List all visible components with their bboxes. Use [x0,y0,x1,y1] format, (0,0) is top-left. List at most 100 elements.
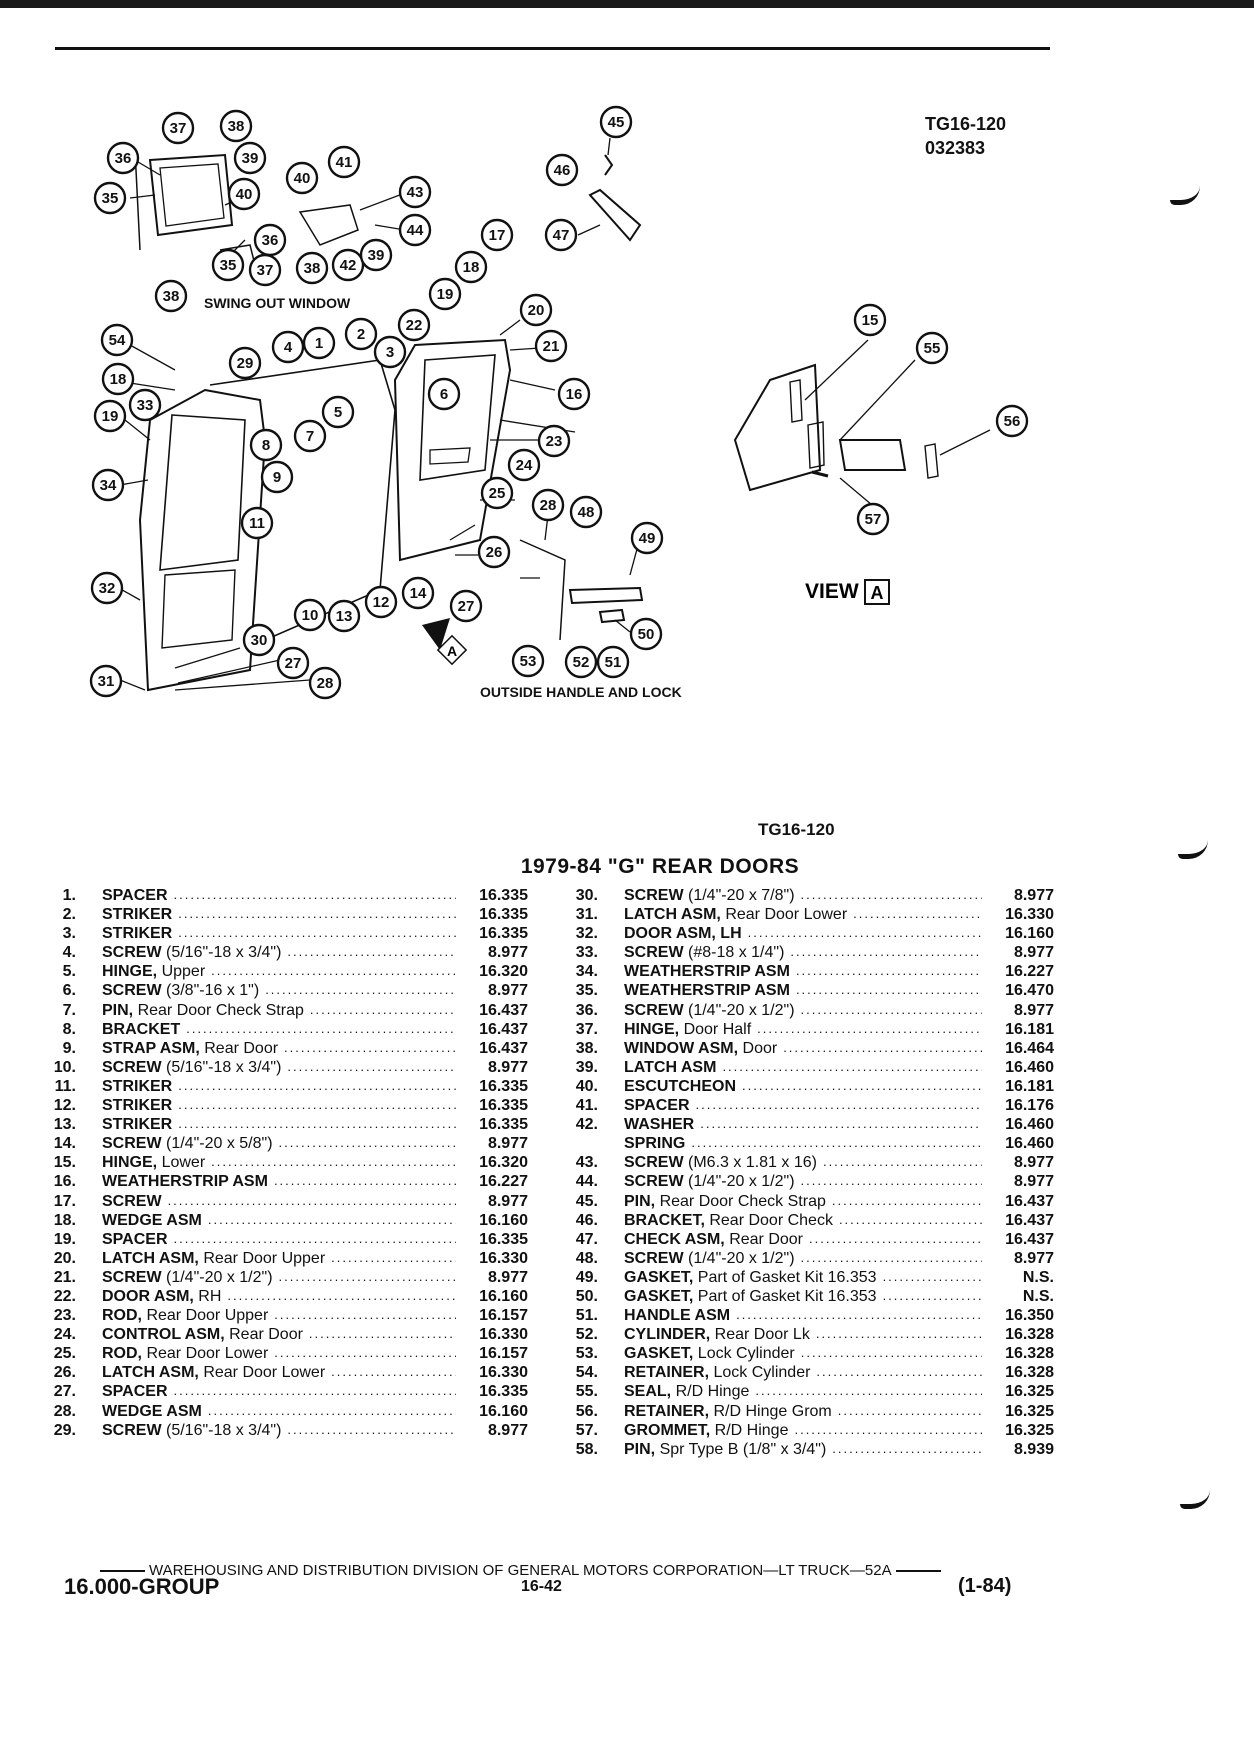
part-name: PIN, [102,1001,134,1019]
part-row: 50.GASKET, Part of Gasket Kit 16.353....… [574,1288,1054,1307]
callout-circle [248,253,282,287]
group-number: 8.977 [487,944,528,962]
part-name: STRIKER [102,925,173,943]
group-number: 16.330 [479,1249,528,1267]
callout-circle [856,502,890,536]
callout-number: 39 [242,150,259,167]
binder-mark [1178,840,1208,859]
part-number: 21. [53,1268,76,1286]
callout-circle [260,460,294,494]
group-number: 16.320 [479,963,528,981]
part-name: SEAL, [624,1383,672,1401]
callout: 35 [211,248,245,282]
callout: 38 [219,109,253,143]
part-name: ROD, [102,1307,142,1325]
callout-number: 53 [520,653,537,670]
callout-number: 40 [236,186,253,203]
part-detail: (1/4"-20 x 1/2") [683,1249,795,1267]
callout-circle [228,346,262,380]
part-description: SCREW (1/4"-20 x 7/8")..................… [624,887,986,905]
callout-circle [477,535,511,569]
callout-number: 45 [608,114,625,131]
callout-number: 26 [486,544,503,561]
leader-dots: ........................................… [265,982,456,998]
group-number: 16.227 [479,1173,528,1191]
part-detail: Rear Door [724,1230,803,1248]
leader-dots: ........................................… [800,1173,982,1189]
leader-dots: ........................................… [273,1173,456,1189]
leader-dots: ........................................… [882,1287,982,1303]
leader-dots: ........................................… [178,925,456,941]
part-number: 23. [53,1307,76,1325]
callout-circle [240,506,274,540]
part-detail: Door Half [679,1020,752,1038]
part-name: DOOR ASM, LH [624,925,742,943]
callout-number: 57 [865,511,882,528]
callout: 17 [480,218,514,252]
right-door-drawing [393,338,512,562]
part-name: STRIKER [102,1116,173,1134]
footer-division-line: WAREHOUSING AND DISTRIBUTION DIVISION OF… [100,1562,1020,1579]
part-name: HINGE, [102,1154,158,1172]
callout: 22 [397,308,431,342]
footer-group: 16.000-GROUP [64,1574,220,1599]
part-number: 48. [575,1249,598,1267]
callout-circle [596,645,630,679]
leader-dots: ........................................… [755,1383,982,1399]
part-number: 52. [575,1326,598,1344]
callout-number: 13 [336,608,353,625]
part-number: 30. [575,887,598,904]
part-row: 56.RETAINER, R/D Hinge Grom.............… [574,1403,1054,1422]
part-detail: (1/4"-20 x 1/2") [683,1001,795,1019]
part-description: HINGE, Lower............................… [102,1154,460,1172]
callout-circle [557,377,591,411]
part-row: 2.STRIKER...............................… [52,906,528,925]
part-number: 58. [575,1440,598,1458]
callout: 27 [276,646,310,680]
part-name: DOOR ASM, [102,1287,194,1305]
group-number: 8.977 [1013,1173,1054,1191]
part-detail: Rear Door Lk [710,1326,810,1344]
callout: 29 [228,346,262,380]
part-number: 32. [575,925,598,943]
callout-circle [321,395,355,429]
leader-dots: ........................................… [742,1077,982,1093]
part-name: GASKET, [624,1287,694,1305]
callout-number: 14 [410,585,427,602]
callout-circle [219,109,253,143]
part-row: 32.DOOR ASM, LH.........................… [574,925,1054,944]
part-number: 13. [53,1116,76,1134]
callout-circle [428,277,462,311]
callout-circle [364,585,398,619]
callout-circle [249,428,283,462]
part-detail: Rear Door Lower [720,906,848,924]
part-number: 49. [575,1268,598,1286]
part-name: GASKET, [624,1345,694,1363]
group-number: 8.977 [487,1421,528,1439]
part-name: WINDOW ASM, [624,1039,739,1057]
callout-number: 18 [110,371,127,388]
callout-circle [154,279,188,313]
leader-dots: ........................................… [331,1249,456,1265]
part-name: SCREW [102,1421,162,1439]
leader-dots: ........................................… [173,887,457,902]
part-name: STRIKER [102,1097,173,1115]
part-row: 52.CYLINDER, Rear Door Lk...............… [574,1326,1054,1345]
part-detail: Lock Cylinder [693,1345,795,1363]
callout: 3 [373,335,407,369]
group-number: 16.181 [1005,1077,1054,1095]
callout-number: 41 [336,154,353,171]
leader-dots: ........................................… [178,1077,456,1093]
part-description: LATCH ASM, Rear Door Lower..............… [102,1364,460,1382]
part-row: 14.SCREW (1/4"-20 x 5/8")...............… [52,1135,528,1154]
footer-rule-right [895,1569,941,1572]
part-description: GASKET, Part of Gasket Kit 16.353.......… [624,1269,986,1287]
callout: 35 [93,181,127,215]
group-number: 8.977 [487,1268,528,1286]
leader-dots: ........................................… [795,963,982,979]
callout-circle [271,330,305,364]
leader-dots: ........................................… [287,1058,456,1074]
leader-dots: ........................................… [309,1001,456,1017]
part-name: HANDLE ASM [624,1307,731,1325]
callout-circle [327,145,361,179]
